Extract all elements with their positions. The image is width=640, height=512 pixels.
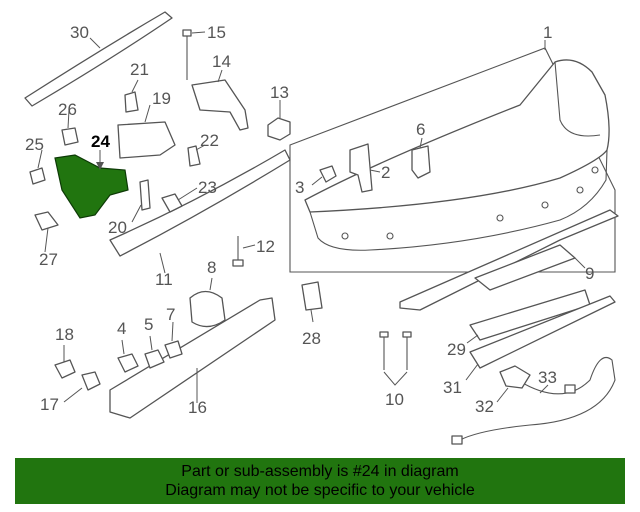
callout-1: 1 — [543, 23, 552, 42]
callout-27: 27 — [39, 250, 58, 269]
callout-14: 14 — [212, 52, 231, 71]
callout-3: 3 — [295, 178, 304, 197]
part-20-bolt — [139, 179, 151, 211]
callout-20: 20 — [108, 218, 127, 237]
part-3-clip — [319, 165, 337, 183]
part-6-sensor — [411, 145, 431, 179]
part-14-bracket — [191, 79, 249, 131]
part-8-component — [189, 290, 226, 328]
part-7-nut — [164, 340, 183, 359]
part-31-trim — [469, 295, 616, 369]
bumper-cover — [304, 59, 610, 213]
part-19-bracket — [117, 121, 176, 159]
part-24-bracket[interactable] — [54, 154, 129, 219]
callout-9: 9 — [585, 264, 594, 283]
part-30-molding — [24, 11, 173, 107]
part-32-sensor — [499, 365, 531, 389]
part-21-clip — [124, 91, 139, 113]
callout-33: 33 — [538, 368, 557, 387]
callout-8: 8 — [207, 258, 216, 277]
part-22-clip — [187, 145, 201, 167]
callout-30: 30 — [70, 23, 89, 42]
callout-19: 19 — [152, 89, 171, 108]
callout-26: 26 — [58, 100, 77, 119]
part-26-clip — [61, 127, 79, 146]
banner-line-2: Diagram may not be specific to your vehi… — [165, 482, 475, 499]
part-4-nut — [117, 353, 139, 373]
part-16-trim — [109, 297, 276, 419]
part-27-bolt — [34, 211, 59, 231]
part-23-nut — [161, 193, 183, 213]
part-11-reinforcement — [109, 149, 291, 257]
callout-11: 11 — [155, 270, 173, 289]
callout-12: 12 — [256, 237, 275, 256]
callout-32: 32 — [475, 397, 494, 416]
callout-22: 22 — [200, 131, 219, 150]
part-25-clip — [29, 167, 46, 185]
callout-25: 25 — [25, 135, 44, 154]
part-28-bracket — [301, 281, 323, 311]
part-9-absorber — [399, 209, 619, 311]
callout-21: 21 — [130, 60, 149, 79]
bumper-assembly-box — [289, 47, 616, 273]
callout-13: 13 — [270, 83, 289, 102]
callout-24: 24 — [91, 132, 110, 151]
callout-2: 2 — [381, 163, 390, 182]
part-2-bracket — [349, 143, 373, 193]
banner-line-1: Part or sub-assembly is #24 in diagram — [181, 463, 459, 480]
callout-31: 31 — [443, 378, 462, 397]
callout-29: 29 — [447, 340, 466, 359]
parts-diagram: 1 2 3 4 5 6 7 8 9 10 11 12 13 14 15 16 1… — [24, 11, 619, 445]
part-17-bolt — [81, 371, 101, 391]
callout-23: 23 — [198, 178, 217, 197]
callout-10: 10 — [385, 390, 404, 409]
part-5-nut — [144, 349, 165, 369]
part-10-bolts — [383, 335, 408, 370]
fitment-banner: Part or sub-assembly is #24 in diagram D… — [15, 458, 625, 504]
callout-7: 7 — [166, 305, 175, 324]
callout-4: 4 — [117, 319, 126, 338]
callout-5: 5 — [144, 315, 153, 334]
callout-16: 16 — [188, 398, 207, 417]
callout-28: 28 — [302, 329, 321, 348]
callout-6: 6 — [416, 120, 425, 139]
callout-18: 18 — [55, 325, 74, 344]
callout-15: 15 — [207, 23, 226, 42]
part-18-clip — [54, 359, 76, 379]
part-13-nut — [267, 117, 291, 141]
callout-17: 17 — [40, 395, 59, 414]
